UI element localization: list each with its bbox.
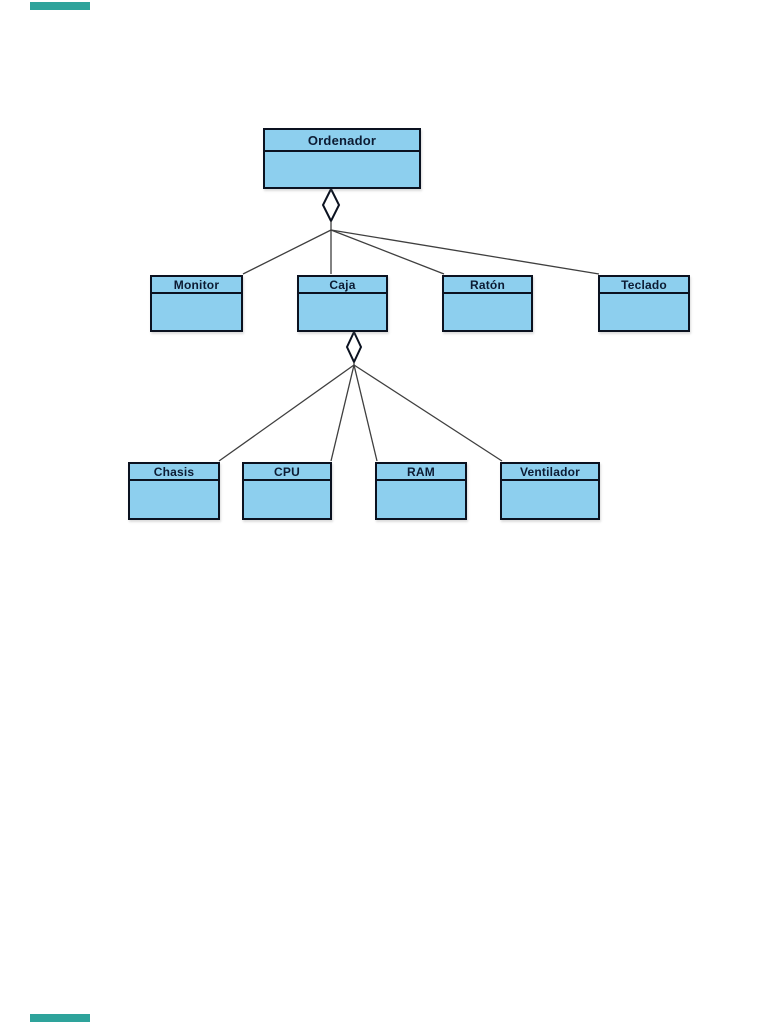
class-title: Ordenador [265, 130, 419, 152]
class-title: Chasis [130, 464, 218, 481]
class-title: Caja [299, 277, 386, 294]
class-box-chasis: Chasis [128, 462, 220, 520]
class-box-ordenador: Ordenador [263, 128, 421, 189]
class-box-ventilador: Ventilador [500, 462, 600, 520]
class-box-monitor: Monitor [150, 275, 243, 332]
page-break-marker-bottom [30, 1014, 90, 1022]
edge-ordenador-raton [330, 229, 445, 275]
aggregation-diamond-caja [345, 329, 363, 365]
class-box-caja: Caja [297, 275, 388, 332]
class-box-cpu: CPU [242, 462, 332, 520]
aggregation-diamond-ordenador [321, 186, 341, 224]
edge-caja-ram [353, 364, 378, 462]
edge-ordenador-teclado [330, 229, 600, 275]
class-title: CPU [244, 464, 330, 481]
class-title: Ratón [444, 277, 531, 294]
edge-caja-chasis [218, 364, 355, 462]
edge-caja-cpu [330, 364, 355, 462]
class-title: Ventilador [502, 464, 598, 481]
edge-caja-ventilador [353, 364, 503, 462]
class-box-ram: RAM [375, 462, 467, 520]
class-title: Teclado [600, 277, 688, 294]
class-box-raton: Ratón [442, 275, 533, 332]
class-title: RAM [377, 464, 465, 481]
page-break-marker-top [30, 2, 90, 10]
edge-ordenador-monitor [242, 229, 332, 275]
class-title: Monitor [152, 277, 241, 294]
class-box-teclado: Teclado [598, 275, 690, 332]
